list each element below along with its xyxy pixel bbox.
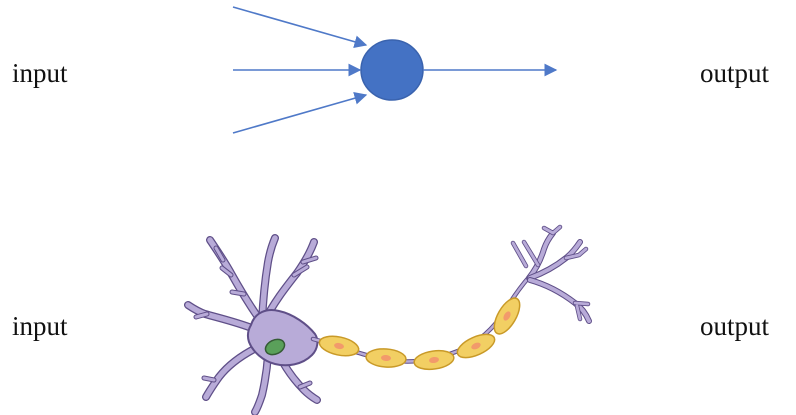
input-edge-bottom (233, 95, 366, 133)
myelin-sheath (489, 294, 525, 338)
myelin-sheaths (318, 294, 525, 372)
myelin-sheath (454, 330, 498, 363)
myelin-sheath (413, 348, 455, 371)
axon-terminals (513, 227, 589, 321)
neuron-cell-body (248, 310, 317, 365)
myelin-sheath (365, 348, 406, 369)
perceptron-diagram (233, 7, 556, 133)
neuron-illustration (188, 227, 589, 412)
myelin-sheath (318, 333, 361, 359)
input-edge-top (233, 7, 366, 45)
perceptron-node (361, 40, 423, 100)
